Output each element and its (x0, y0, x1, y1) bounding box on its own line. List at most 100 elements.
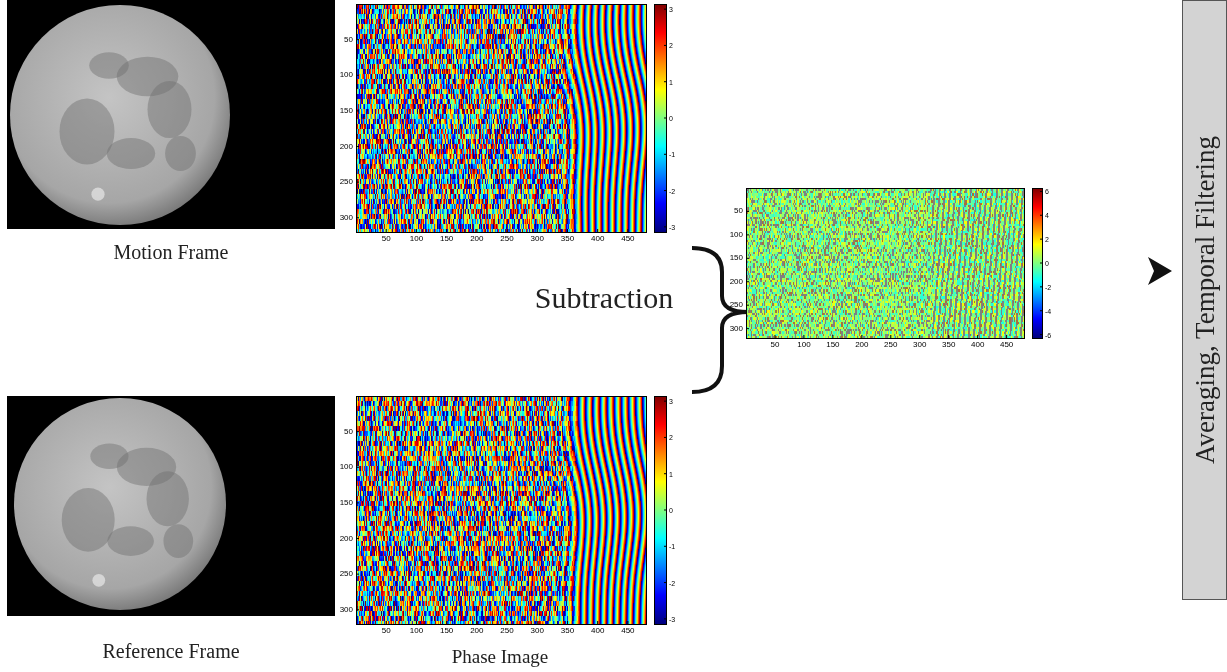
axis-tick-label: 400 (591, 627, 604, 635)
axis-tick-label: 4 (1045, 212, 1049, 219)
moon-mare (107, 138, 155, 169)
moon-illustration (7, 396, 335, 616)
axis-tick-label: 150 (340, 107, 353, 115)
axis-tick-label: 300 (531, 627, 544, 635)
colorbar-frame (1033, 189, 1043, 339)
axis-tick-label: 150 (826, 341, 839, 349)
axis-tick-label: 300 (913, 341, 926, 349)
caption-label: Subtraction (535, 283, 673, 313)
moon-mare (147, 471, 189, 526)
tick-mark (861, 335, 862, 338)
tick-mark (664, 582, 666, 583)
axes-frame (357, 5, 647, 233)
tick-mark (664, 154, 666, 155)
tick-mark (664, 9, 666, 10)
tick-mark (627, 621, 628, 624)
tick-mark (356, 39, 359, 40)
moon-mare (165, 136, 196, 171)
tick-mark (977, 335, 978, 338)
axis-tick-label: 400 (971, 341, 984, 349)
tick-mark (664, 190, 666, 191)
axis-tick-label: 300 (531, 235, 544, 243)
tick-mark (664, 510, 666, 511)
axis-tick-label: -4 (1045, 307, 1051, 314)
tick-mark (356, 467, 359, 468)
tick-mark (664, 118, 666, 119)
tick-mark (356, 609, 359, 610)
tick-mark (356, 538, 359, 539)
axis-tick-label: 250 (500, 627, 513, 635)
colorbar-frame (655, 5, 667, 233)
axis-tick-label: -2 (669, 187, 675, 194)
moon-crater (92, 574, 105, 587)
moon-mare (107, 526, 154, 556)
tick-mark (597, 621, 598, 624)
axis-tick-label: 50 (771, 341, 780, 349)
tick-mark (356, 431, 359, 432)
axis-tick-label: 400 (591, 235, 604, 243)
phase-difference-map (746, 188, 1024, 338)
axis-tick-label: 1 (669, 470, 673, 477)
tick-mark (890, 335, 891, 338)
moon-crater (91, 188, 104, 201)
axis-tick-label: 100 (410, 235, 423, 243)
process-label: Averaging, Temporal Filtering (1189, 136, 1220, 464)
tick-mark (746, 211, 749, 212)
axis-tick-label: -2 (1045, 283, 1051, 290)
axis-tick-label: -6 (1045, 331, 1051, 338)
tick-mark (356, 182, 359, 183)
axis-tick-label: 0 (669, 115, 673, 122)
axis-tick-label: 200 (470, 627, 483, 635)
moon-frame-image: Motion Frame (7, 0, 335, 229)
caption-label: Phase Image (452, 647, 549, 666)
colorbar-frame (655, 397, 667, 625)
tick-mark (356, 110, 359, 111)
caption-wrap: Motion Frame (7, 241, 335, 264)
tick-mark (416, 621, 417, 624)
axis-tick-label: 1 (669, 78, 673, 85)
frame-caption: Motion Frame (114, 241, 229, 263)
tick-mark (664, 81, 666, 82)
axis-tick-label: 300 (340, 214, 353, 222)
axis-tick-label: 50 (344, 36, 353, 44)
axis-tick-label: 100 (730, 231, 743, 239)
axis-tick-label: 300 (340, 606, 353, 614)
tick-mark (356, 146, 359, 147)
tick-mark (446, 621, 447, 624)
moon-mare (148, 81, 192, 138)
axis-tick-label: 450 (1000, 341, 1013, 349)
tick-mark (356, 502, 359, 503)
axes-frame (747, 189, 1025, 339)
axis-tick-label: 250 (500, 235, 513, 243)
tick-mark (416, 229, 417, 232)
tick-mark (1040, 191, 1042, 192)
moon-mare (89, 52, 129, 78)
axis-tick-label: 350 (561, 235, 574, 243)
tick-mark (476, 229, 477, 232)
axis-tick-label: 3 (669, 398, 673, 405)
moon-disc (14, 398, 226, 610)
tick-mark (386, 229, 387, 232)
tick-mark (746, 258, 749, 259)
axis-tick-label: 150 (440, 627, 453, 635)
tick-mark (746, 281, 749, 282)
axis-tick-label: 150 (340, 499, 353, 507)
tick-mark (1040, 310, 1042, 311)
axis-tick-label: 250 (340, 178, 353, 186)
tick-mark (356, 574, 359, 575)
axis-tick-label: -3 (669, 223, 675, 230)
tick-mark (664, 437, 666, 438)
axis-tick-label: 200 (730, 278, 743, 286)
tick-mark (664, 546, 666, 547)
tick-mark (507, 621, 508, 624)
phase-map (356, 4, 646, 232)
axis-tick-label: 100 (340, 463, 353, 471)
tick-mark (664, 45, 666, 46)
tick-mark (567, 229, 568, 232)
tick-mark (1040, 334, 1042, 335)
tick-mark (664, 473, 666, 474)
tick-mark (1040, 263, 1042, 264)
axis-tick-label: 50 (734, 207, 743, 215)
axis-tick-label: 50 (344, 428, 353, 436)
axis-tick-label: 200 (340, 535, 353, 543)
